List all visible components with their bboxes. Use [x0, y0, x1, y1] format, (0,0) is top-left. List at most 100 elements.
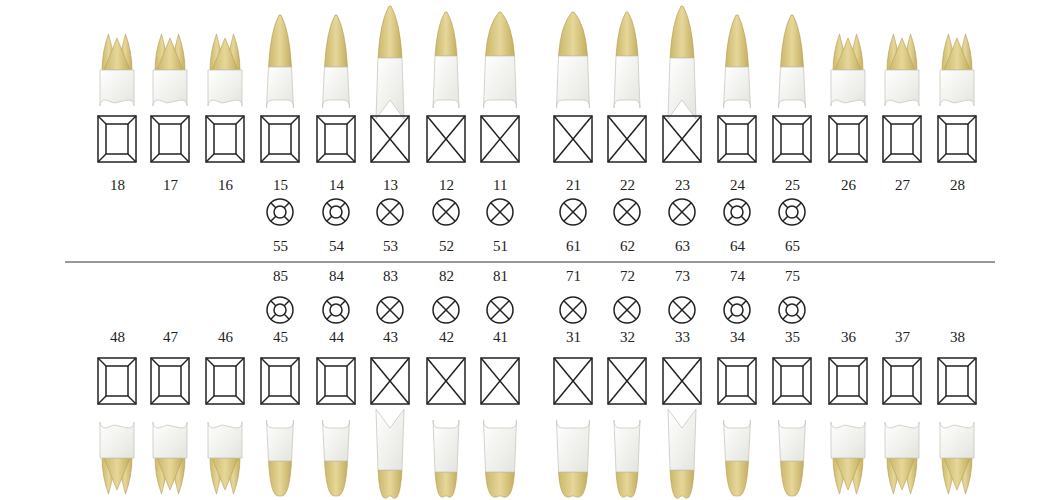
tooth-root [486, 472, 515, 497]
box-cross [608, 116, 646, 162]
box-corner [347, 358, 355, 366]
box-corner [291, 396, 299, 404]
tooth-root [670, 6, 694, 58]
tooth-number: 64 [728, 238, 747, 255]
tooth-circle [614, 199, 640, 225]
box-corner [859, 116, 867, 124]
circle-spoke [327, 203, 332, 208]
box-corner [181, 396, 189, 404]
tooth-circle [433, 297, 459, 323]
tooth-crown [831, 422, 865, 458]
tooth-number: 18 [108, 177, 127, 194]
box-corner [913, 358, 921, 366]
box-corner [181, 154, 189, 162]
circle-cross [381, 301, 399, 319]
circle-cross [381, 203, 399, 221]
tooth-box [151, 116, 189, 162]
circle-inner [274, 304, 286, 316]
tooth-root [104, 38, 130, 70]
circle-cross [437, 203, 455, 221]
tooth-number: 13 [381, 177, 400, 194]
circle-inner [731, 206, 743, 218]
box-corner [748, 396, 756, 404]
circle-cross [618, 301, 636, 319]
tooth-root [616, 12, 638, 56]
tooth-number: 15 [271, 177, 290, 194]
box-corner [803, 358, 811, 366]
box-inner [726, 124, 748, 154]
tooth-box [829, 116, 867, 162]
box-cross [481, 358, 519, 404]
tooth-circle [267, 199, 293, 225]
box-inner [159, 124, 181, 154]
box-corner [859, 154, 867, 162]
tooth-number: 14 [327, 177, 346, 194]
box-corner [128, 116, 136, 124]
circle-inner [330, 304, 342, 316]
tooth-box [371, 358, 409, 404]
circle-spoke [796, 314, 801, 319]
circle-cross [381, 301, 399, 319]
box-corner [829, 154, 837, 162]
tooth-number: 36 [839, 329, 858, 346]
tooth-box [883, 358, 921, 404]
box-corner [128, 396, 136, 404]
box-corner [317, 116, 325, 124]
circle-cross [673, 301, 691, 319]
tooth-number: 16 [216, 177, 235, 194]
box-inner [214, 124, 236, 154]
circle-spoke [340, 216, 345, 221]
box-corner [913, 396, 921, 404]
tooth-root [726, 15, 749, 67]
box-inner [837, 366, 859, 396]
tooth-circle [560, 199, 586, 225]
box-cross [554, 358, 592, 404]
tooth-root [157, 38, 183, 70]
circle-cross [618, 203, 636, 221]
box-corner [913, 116, 921, 124]
circle-cross [618, 203, 636, 221]
tooth-number: 37 [893, 329, 912, 346]
box-corner [128, 154, 136, 162]
tooth-box [261, 116, 299, 162]
circle-inner [274, 206, 286, 218]
box-cross [608, 116, 646, 162]
tooth-box [427, 358, 465, 404]
box-inner [325, 124, 347, 154]
chart-symbols [98, 116, 976, 404]
box-corner [718, 358, 726, 366]
tooth-circle [433, 199, 459, 225]
box-inner [106, 366, 128, 396]
tooth-crown [724, 420, 751, 461]
tooth-number: 65 [783, 238, 802, 255]
tooth-illustrations [100, 6, 974, 498]
box-corner [718, 154, 726, 162]
tooth-number: 33 [673, 329, 692, 346]
box-corner [803, 396, 811, 404]
tooth-number: 45 [271, 329, 290, 346]
circle-spoke [783, 216, 788, 221]
box-corner [206, 396, 214, 404]
box-corner [261, 396, 269, 404]
box-cross [427, 116, 465, 162]
tooth-root [889, 458, 915, 490]
box-cross [481, 116, 519, 162]
tooth-number: 34 [728, 329, 747, 346]
tooth-number: 74 [728, 268, 747, 285]
tooth-circle [323, 297, 349, 323]
circle-cross [491, 301, 509, 319]
circle-cross [673, 203, 691, 221]
box-corner [291, 116, 299, 124]
box-corner [151, 116, 159, 124]
tooth-root [835, 458, 861, 490]
box-inner [946, 366, 968, 396]
tooth-box [829, 358, 867, 404]
box-corner [261, 358, 269, 366]
tooth-circle [779, 297, 805, 323]
circle-spoke [327, 216, 332, 221]
circle-spoke [728, 301, 733, 306]
tooth-crown [779, 420, 806, 461]
tooth-root [889, 38, 915, 70]
box-cross [371, 358, 409, 404]
tooth-box [481, 116, 519, 162]
